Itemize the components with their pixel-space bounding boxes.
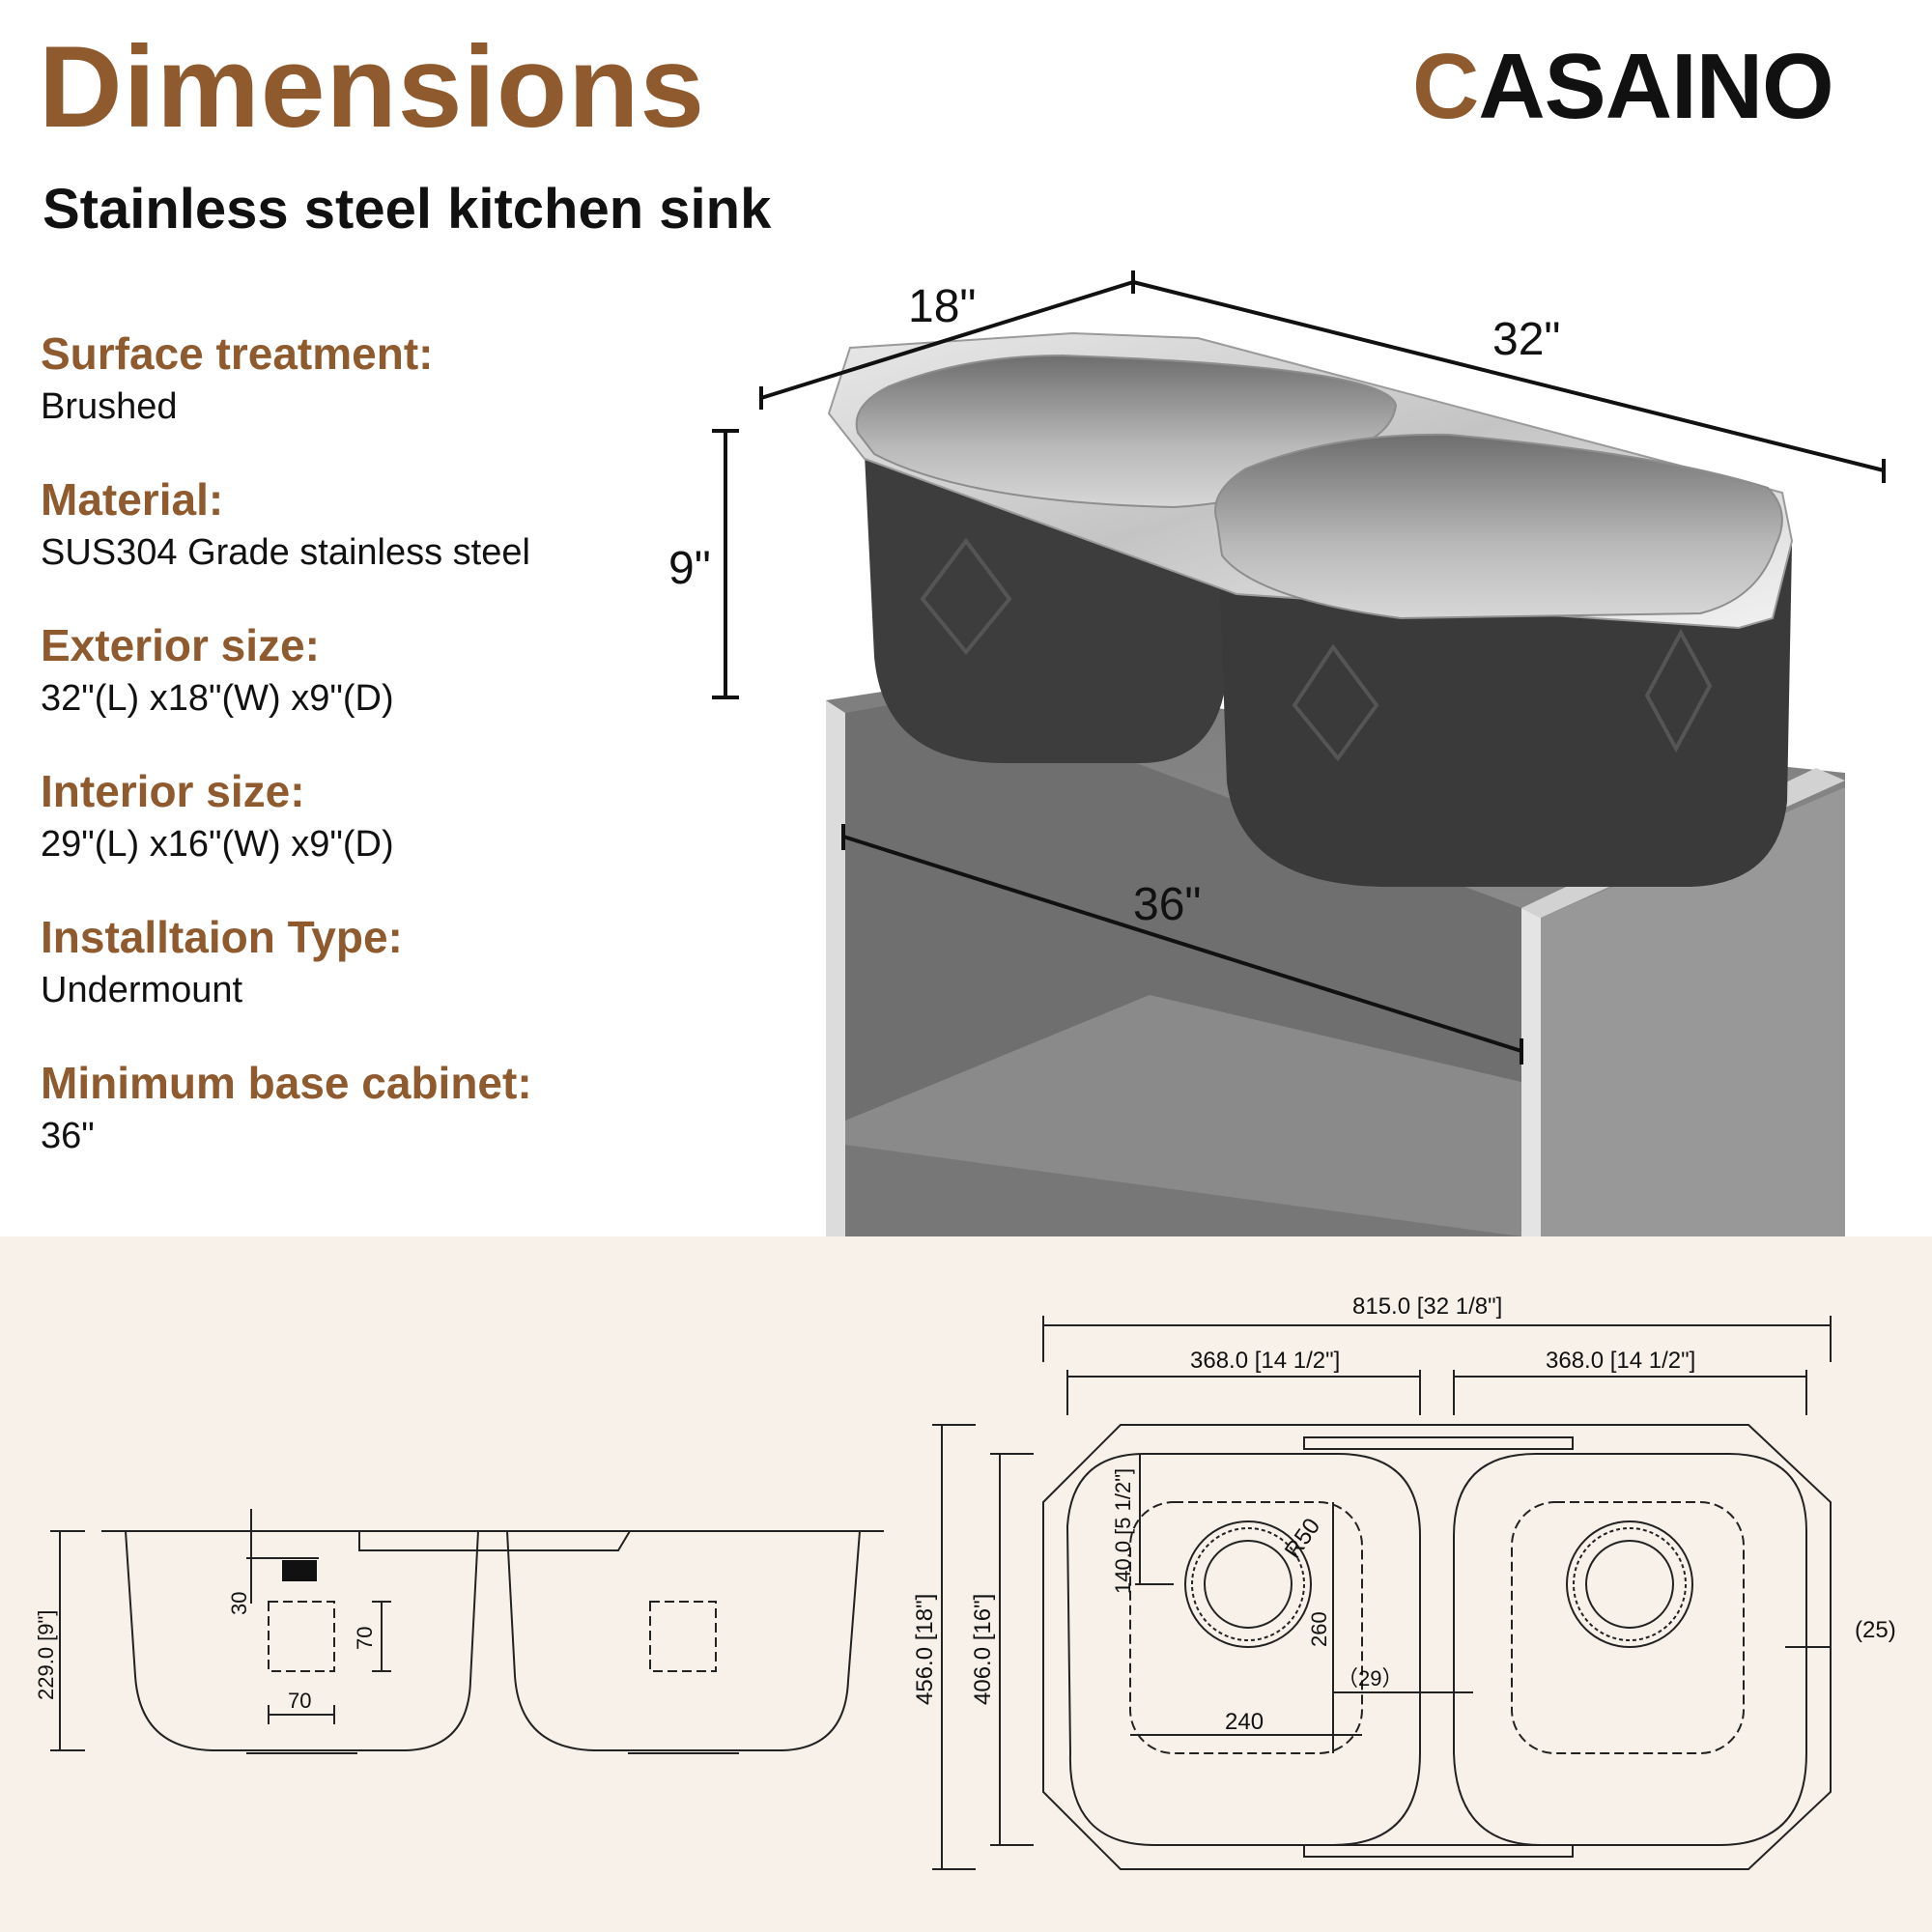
brand-logo-mark: C [1412, 35, 1479, 138]
spec-surface: Surface treatment: Brushed [41, 328, 659, 474]
top-overall-width-label: 456.0 [18"] [912, 1594, 938, 1705]
spec-installation: Installtaion Type: Undermount [41, 912, 659, 1058]
spec-material: Material: SUS304 Grade stainless steel [41, 474, 659, 620]
spec-cabinet: Minimum base cabinet: 36" [41, 1058, 659, 1204]
dim-width-label: 18" [908, 281, 976, 332]
spec-label: Surface treatment: [41, 328, 434, 379]
side-offset-label: 30 [227, 1592, 251, 1615]
top-view-drawing [932, 1316, 1832, 1870]
dim-length-label: 32" [1492, 314, 1560, 365]
side-view-drawing [50, 1509, 884, 1754]
top-overall-length-label: 815.0 [32 1/8"] [1352, 1293, 1502, 1320]
top-inner-width-label: 406.0 [16"] [970, 1594, 996, 1705]
top-radius-label: R50 [1280, 1514, 1325, 1564]
overflow-hole [282, 1560, 317, 1581]
spec-value: Brushed [41, 385, 178, 427]
spec-value: Undermount [41, 969, 243, 1010]
dim-depth-label: 9" [668, 543, 711, 594]
brand-logo-text: ASAINO [1478, 35, 1833, 138]
top-rim-label: (25) [1855, 1617, 1896, 1643]
sink-bowls [865, 454, 1792, 887]
spec-value: SUS304 Grade stainless steel [41, 531, 530, 573]
dim-cabinet-label: 36" [1133, 879, 1201, 930]
spec-value: 32"(L) x18"(W) x9"(D) [41, 677, 394, 719]
spec-label: Exterior size: [41, 620, 320, 670]
spec-list: Surface treatment: Brushed Material: SUS… [41, 328, 659, 1204]
sink-rim [827, 331, 1794, 630]
top-drain-offset-label: 140.0 [5 1/2"] [1111, 1468, 1135, 1594]
side-box-width-label: 70 [288, 1689, 311, 1713]
side-height-label: 229.0 [9"] [34, 1610, 58, 1700]
top-bowl-left-label: 368.0 [14 1/2"] [1190, 1348, 1340, 1374]
spec-label: Minimum base cabinet: [41, 1058, 532, 1108]
base-cabinet [826, 681, 1845, 1236]
page-subtitle: Stainless steel kitchen sink [43, 178, 772, 241]
page-title: Dimensions [39, 22, 706, 152]
side-box-height-label: 70 [353, 1627, 377, 1650]
spec-interior: Interior size: 29"(L) x16"(W) x9"(D) [41, 766, 659, 912]
spec-label: Interior size: [41, 766, 305, 816]
top-bowl-depth-label: 260 [1307, 1611, 1331, 1647]
top-divider-label: （29） [1337, 1666, 1403, 1690]
spec-exterior: Exterior size: 32"(L) x18"(W) x9"(D) [41, 620, 659, 766]
top-bowl-right-label: 368.0 [14 1/2"] [1546, 1348, 1695, 1374]
technical-drawing-panel [0, 1236, 1932, 1932]
spec-value: 29"(L) x16"(W) x9"(D) [41, 823, 394, 865]
spec-label: Installtaion Type: [41, 912, 403, 962]
top-bowl-inner-width-label: 240 [1225, 1709, 1264, 1735]
spec-value: 36" [41, 1115, 95, 1156]
spec-label: Material: [41, 474, 224, 525]
render-dimension-lines [712, 270, 1886, 1065]
brand-logo: CASAINO [1412, 41, 1834, 133]
